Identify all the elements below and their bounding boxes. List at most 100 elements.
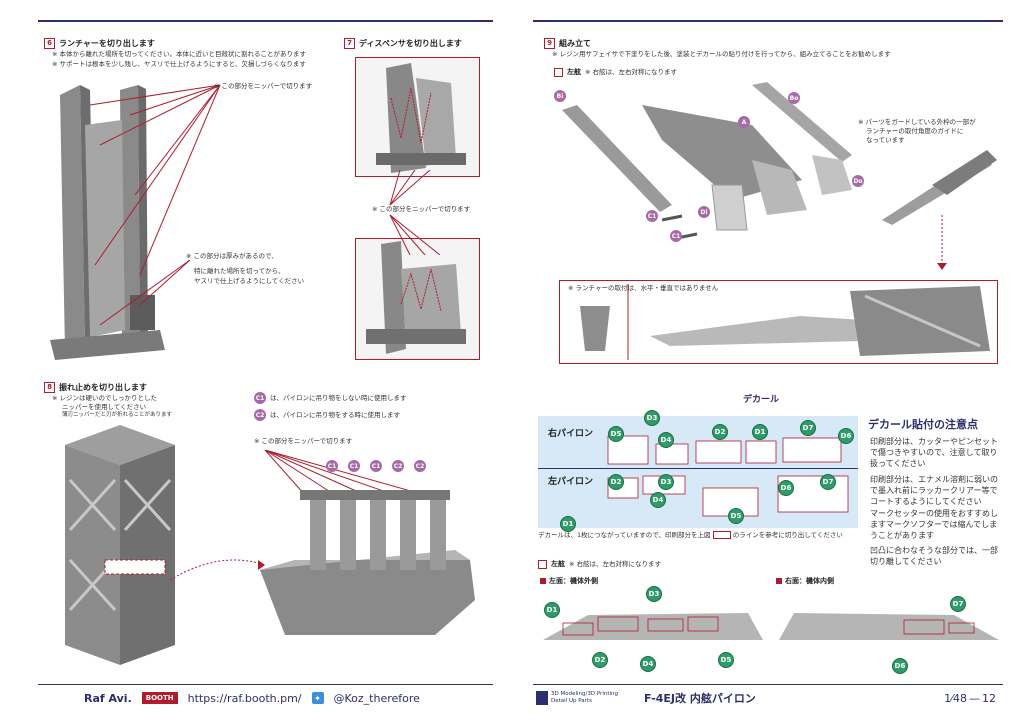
c2-marker-2: C2 xyxy=(414,460,426,472)
step9-note: ※ レジン用サフェイサで下塗りをした後、塗装とデカールの貼り付けを行ってから、組… xyxy=(552,50,891,58)
exploded-parts xyxy=(562,82,852,240)
step8-callout-cut: ※ この部分をニッパーで切ります xyxy=(254,437,353,445)
stabilizer-parts xyxy=(260,450,475,635)
guide-note-3: なっています xyxy=(866,136,905,144)
dispenser-view-2 xyxy=(355,238,480,360)
step9-title: 組み立て xyxy=(559,39,591,48)
decal-note-3: マークセッターの使用をおすすめしますマークソフターでは縮んでしまうことがあります xyxy=(870,509,998,540)
decal-line-sample xyxy=(712,531,731,539)
step6-callout-cut: ※ この部分をニッパーで切ります xyxy=(214,82,313,90)
twitter-handle[interactable]: @Koz_therefore xyxy=(333,691,420,705)
decal-d7-left: D7 xyxy=(820,474,836,490)
place-d5: D5 xyxy=(718,652,734,668)
decal-d2-right: D2 xyxy=(712,424,728,440)
inner-face-label: 右面：機体内側 xyxy=(776,576,834,586)
decal-d4-right: D4 xyxy=(658,432,674,448)
step8-note-1: ※ レジンは硬いのでしっかりとした xyxy=(52,394,158,402)
step8-title: 振れ止めを切り出します xyxy=(59,383,147,392)
booth-logo: BOOTH xyxy=(141,692,178,704)
decal-d7-right: D7 xyxy=(800,420,816,436)
step8-note-3: 薄刃ニッパーだと刃が折れることがあります xyxy=(62,412,173,418)
decal-caption-part1: デカールは、1枚につながっていますので、印刷部分を上図 xyxy=(538,531,711,539)
c2-usage-text: は、パイロンに吊り物をする時に使用します xyxy=(270,410,400,419)
right-page: 9 組み立て ※ レジン用サフェイサで下塗りをした後、塗装とデカールの貼り付けを… xyxy=(512,0,1024,724)
decal-caption: デカールは、1枚につながっていますので、印刷部分を上図 のラインを参考に切り出し… xyxy=(538,531,843,540)
place-d4: D4 xyxy=(640,656,656,672)
page-number: 12 xyxy=(982,691,996,705)
place-d6: D6 xyxy=(892,658,908,674)
decal-heading: デカール xyxy=(743,395,780,405)
decal-d2-left: D2 xyxy=(608,474,624,490)
part-a-badge: A xyxy=(738,116,750,128)
part-di-badge: Di xyxy=(698,206,710,218)
step6-title: ランチャーを切り出します xyxy=(59,39,155,48)
decal-note-4: 凹凸に合わなそうな部分では、一部切り離してください xyxy=(870,546,998,566)
step8-dashed-arrow xyxy=(170,559,266,581)
page-sep: — xyxy=(969,691,980,705)
step8-heading: 8 振れ止めを切り出します xyxy=(44,382,147,393)
c1-marker-2: C1 xyxy=(348,460,360,472)
decal-port-label: 左舷 xyxy=(551,560,565,568)
decal-d6-left: D6 xyxy=(778,480,794,496)
step6-number: 6 xyxy=(44,38,55,49)
decal-sheet: 右パイロン 左パイロン xyxy=(538,416,858,528)
c2-badge: C2 xyxy=(254,409,266,421)
decal-notes-title: デカール貼付の注意点 xyxy=(868,418,978,431)
c1-marker-3: C1 xyxy=(370,460,382,472)
place-d7: D7 xyxy=(950,596,966,612)
step6-callout-thick-3: ヤスリで仕上げるようにしてください xyxy=(194,277,305,285)
decal-note-1: 印刷部分は、カッターやピンセットで傷つきやすいので、注意して取り扱ってください xyxy=(870,437,998,468)
decal-d5-right: D5 xyxy=(608,426,624,442)
twitter-icon: ✦ xyxy=(311,692,324,704)
footer-rule-left xyxy=(38,684,493,685)
decal-d1-right: D1 xyxy=(752,424,768,440)
step7-heading: 7 ディスペンサを切り出します xyxy=(344,38,462,49)
part-c1-badge-b: C1 xyxy=(670,230,682,242)
launcher-illustration xyxy=(50,84,221,360)
step6-note-2: ※ サポートは根本を少し残し、ヤスリで仕上げるようにすると、欠損しづらくなります xyxy=(52,60,306,68)
place-d2: D2 xyxy=(592,652,608,668)
booth-url[interactable]: https://raf.booth.pm/ xyxy=(187,691,302,705)
maker-logo-icon xyxy=(536,691,548,705)
left-pylon-label: 左パイロン xyxy=(548,477,594,487)
decal-d3-right: D3 xyxy=(644,410,660,426)
footer-left: Raf Avi. BOOTH https://raf.booth.pm/ ✦ @… xyxy=(84,686,420,710)
step6-callout-thick-1: ※ この部分は厚みがあるので、 xyxy=(186,252,278,260)
step6-callout-thick-2: 特に離れた場所を切ってから、 xyxy=(194,267,285,275)
decal-caption-part2: のラインを参考に切り出してください xyxy=(732,531,843,539)
decal-d5-left: D5 xyxy=(728,508,744,524)
c1-marker-1: C1 xyxy=(326,460,338,472)
decal-d3-left: D3 xyxy=(658,474,674,490)
step9-heading: 9 組み立て xyxy=(544,38,591,49)
brand-name: Raf Avi. xyxy=(84,691,132,705)
c2-marker-1: C2 xyxy=(392,460,404,472)
decal-d6-right: D6 xyxy=(838,428,854,444)
scale-label: 1⁄48 xyxy=(944,691,967,705)
step9-number: 9 xyxy=(544,38,555,49)
decal-port-row: 左舷 ※ 右舷は、左右対称になります xyxy=(538,559,661,569)
decal-pieces xyxy=(607,435,849,517)
port-checkbox xyxy=(554,67,563,77)
maker-logo-text: 3D Modeling/3D Printing Detail Up Parts xyxy=(551,691,618,704)
footer-right: 3D Modeling/3D Printing Detail Up Parts … xyxy=(536,686,1006,710)
step8-note-2: ニッパーを使用してください xyxy=(62,403,147,411)
stabilizer-tower xyxy=(65,425,175,665)
mount-angle-box xyxy=(559,280,998,364)
pylon-inner-view xyxy=(779,613,999,640)
right-pylon-label: 右パイロン xyxy=(548,429,594,439)
product-title: F-4EJ改 内舷パイロン xyxy=(644,692,756,705)
step6-heading: 6 ランチャーを切り出します xyxy=(44,38,155,49)
part-bo-badge: Bo xyxy=(788,92,800,104)
footer-rule-right xyxy=(533,684,1003,685)
c2-usage-line: C2 は、パイロンに吊り物をする時に使用します xyxy=(254,409,400,421)
step7-callout-cut: ※ この部分をニッパーで切ります xyxy=(372,205,471,213)
c1-badge: C1 xyxy=(254,392,266,404)
step6-note-1: ※ 本体から離れた場所を切ってください。本体に近いと目殻状に割れることがあります xyxy=(52,50,306,58)
place-d1: D1 xyxy=(544,602,560,618)
left-page: 6 ランチャーを切り出します ※ 本体から離れた場所を切ってください。本体に近い… xyxy=(38,38,493,710)
decal-port-checkbox xyxy=(538,559,547,569)
place-d3: D3 xyxy=(646,586,662,602)
c1-usage-text: は、パイロンに吊り物をしない時に使用します xyxy=(270,393,407,402)
top-rule-left xyxy=(38,20,493,22)
step8-number: 8 xyxy=(44,382,55,393)
